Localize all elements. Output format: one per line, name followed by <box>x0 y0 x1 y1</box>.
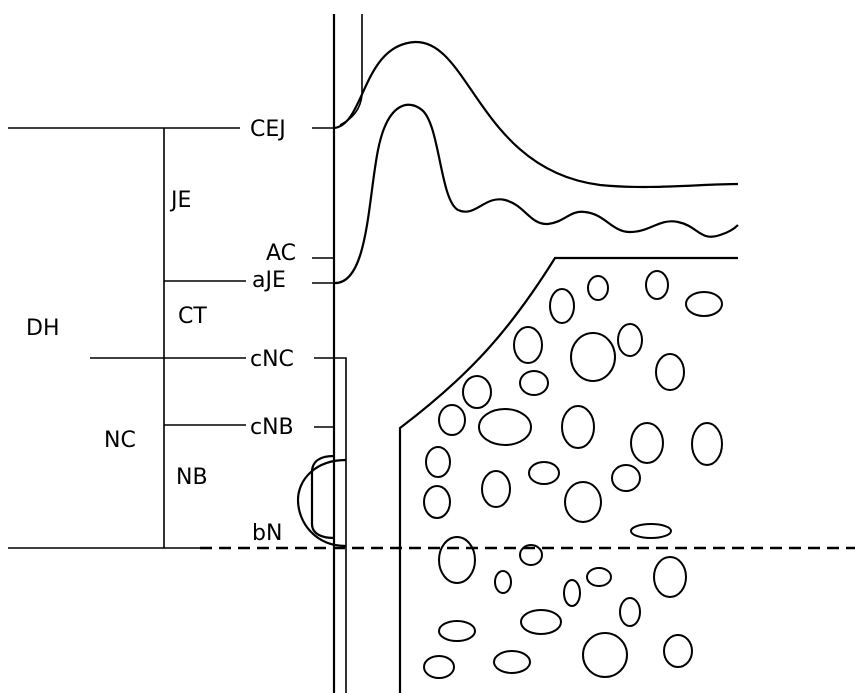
label-je: JE <box>169 188 191 213</box>
marrow-space <box>565 482 601 522</box>
marrow-space <box>612 465 640 491</box>
marrow-space <box>686 292 722 316</box>
marrow-space <box>664 635 692 667</box>
marrow-space <box>583 633 627 677</box>
label-dh: DH <box>26 316 59 341</box>
marrow-space <box>656 354 684 390</box>
gingiva-epithelium-outline <box>334 105 738 283</box>
marrow-space <box>482 471 510 507</box>
marrow-space <box>521 610 561 634</box>
label-nb: NB <box>176 465 208 490</box>
marrow-space <box>529 462 559 484</box>
marrow-space <box>654 557 686 597</box>
tooth-surface <box>334 14 362 693</box>
marrow-space <box>564 580 580 606</box>
alveolar-bone <box>400 258 738 693</box>
marrow-space <box>631 423 663 463</box>
marrow-space <box>439 405 465 435</box>
marrow-space <box>439 537 475 583</box>
marrow-space <box>562 406 594 448</box>
label-ac: AC <box>266 241 296 266</box>
label-ticks <box>312 128 334 427</box>
labels: CEJ JE AC aJE CT DH cNC cNB NC NB bN <box>26 117 296 546</box>
marrow-space <box>550 289 574 323</box>
label-cnb: cNB <box>250 415 294 440</box>
cementum-outer-line <box>334 358 346 693</box>
label-ct: CT <box>178 304 207 329</box>
label-cej: CEJ <box>250 117 286 142</box>
marrow-space <box>439 621 475 641</box>
marrow-space <box>646 271 668 299</box>
label-aje: aJE <box>252 268 286 293</box>
label-nc: NC <box>104 428 136 453</box>
marrow-space <box>587 568 611 586</box>
marrow-space <box>479 409 531 445</box>
marrow-space <box>426 447 450 477</box>
marrow-space <box>631 524 671 538</box>
marrow-space <box>692 423 722 465</box>
marrow-space <box>424 486 450 518</box>
marrow-space <box>588 276 608 300</box>
enamel-line <box>340 14 362 125</box>
label-cnc: cNC <box>250 347 294 372</box>
marrow-space <box>620 598 640 626</box>
marrow-space <box>495 571 511 593</box>
nerve-bundle-outline <box>298 460 346 546</box>
gingiva <box>334 42 738 283</box>
marrow-space <box>463 376 491 408</box>
marrow-space <box>424 656 454 678</box>
marrow-space <box>618 324 642 356</box>
marrow-space <box>494 651 530 673</box>
marrow-space <box>514 327 542 363</box>
label-bn: bN <box>252 521 282 546</box>
marrow-space <box>571 333 615 381</box>
marrow-space <box>520 371 548 395</box>
gingiva-outer-outline <box>334 42 738 187</box>
